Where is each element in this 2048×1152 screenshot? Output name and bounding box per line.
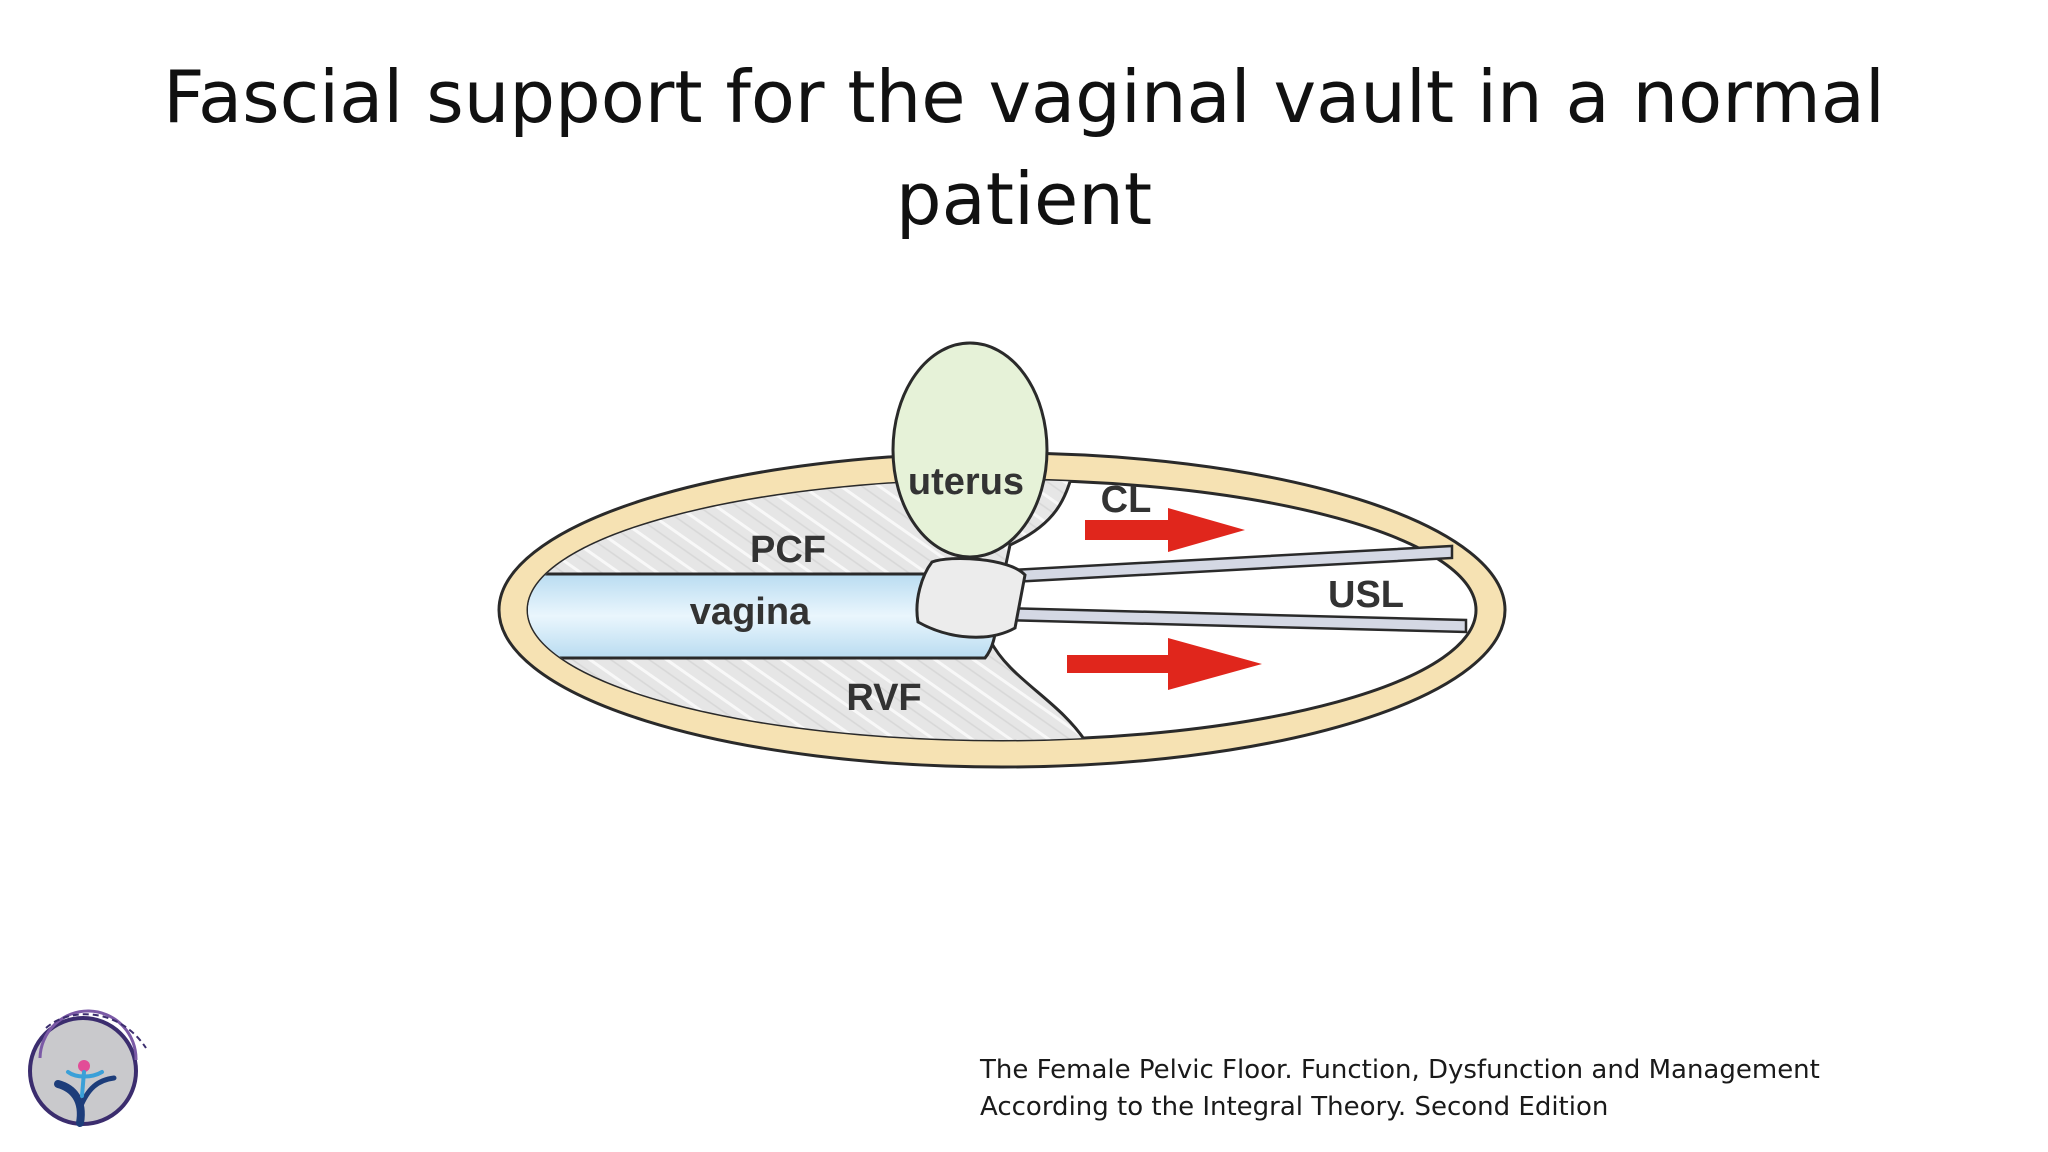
citation-line-1: The Female Pelvic Floor. Function, Dysfu… <box>980 1055 1820 1085</box>
academy-logo-icon <box>28 1009 147 1127</box>
page-title: Fascial support for the vaginal vault in… <box>0 46 2048 250</box>
cervix <box>915 557 1027 639</box>
label-cl: CL <box>1101 479 1152 521</box>
uterus <box>891 341 1049 559</box>
label-usl: USL <box>1328 574 1404 616</box>
label-uterus: uterus <box>908 461 1024 503</box>
label-rvf: RVF <box>846 677 921 719</box>
cl-arrow <box>1085 508 1245 552</box>
lower-arrow <box>1067 638 1262 690</box>
label-vagina: vagina <box>690 591 811 633</box>
citation-line-2: According to the Integral Theory. Second… <box>980 1092 1609 1122</box>
title-line-2: patient <box>895 157 1153 241</box>
label-pcf: PCF <box>750 529 826 571</box>
title-line-1: Fascial support for the vaginal vault in… <box>163 55 1885 139</box>
source-citation: The Female Pelvic Floor. Function, Dysfu… <box>980 1052 1980 1126</box>
